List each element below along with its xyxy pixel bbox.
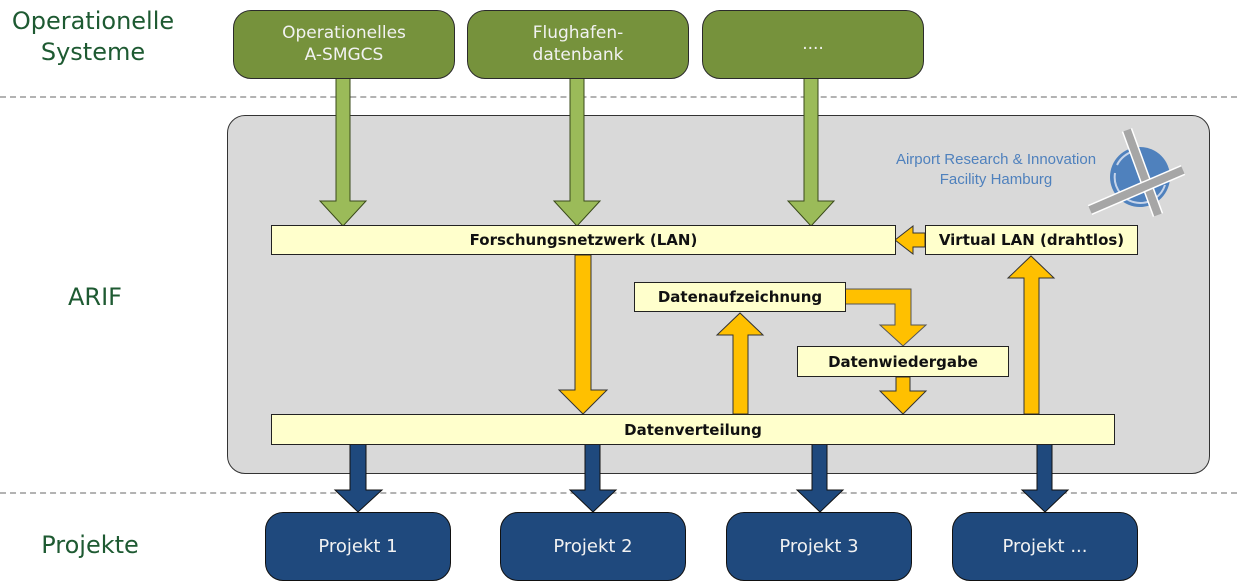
green-arrow-2 xyxy=(552,75,602,227)
virtual-lan-box[interactable]: Virtual LAN (drahtlos) xyxy=(925,225,1138,255)
separator-top xyxy=(0,96,1237,98)
data-distribution-box[interactable]: Datenverteilung xyxy=(271,414,1115,445)
project-label: Projekt 1 xyxy=(318,536,398,557)
blue-arrow-3 xyxy=(795,443,845,513)
green-arrow-3 xyxy=(786,75,836,227)
arif-logo-text: Airport Research & Innovation Facility H… xyxy=(868,150,1124,189)
section-label-operational-line1: Operationelle xyxy=(11,7,175,35)
blue-arrow-4 xyxy=(1020,443,1070,513)
system-more[interactable]: .... xyxy=(702,10,924,79)
green-arrow-1 xyxy=(318,75,368,227)
project-box-3[interactable]: Projekt 3 xyxy=(726,512,912,581)
system-label-line1: Operationelles xyxy=(282,23,406,44)
data-distribution-label: Datenverteilung xyxy=(624,420,762,439)
section-label-operational: Operationelle Systeme xyxy=(0,6,186,68)
system-a-smgcs[interactable]: Operationelles A-SMGCS xyxy=(233,10,455,79)
yellow-arrow-vlan-to-network xyxy=(894,224,926,256)
project-label: Projekt 3 xyxy=(779,536,859,557)
section-label-operational-line2: Systeme xyxy=(40,38,146,67)
system-label-line1: .... xyxy=(802,33,824,54)
system-label-line2: A-SMGCS xyxy=(304,44,384,65)
project-box-2[interactable]: Projekt 2 xyxy=(500,512,686,581)
project-box-more[interactable]: Projekt ... xyxy=(952,512,1138,581)
yellow-arrow-playback-to-distribution xyxy=(878,376,928,415)
virtual-lan-label: Virtual LAN (drahtlos) xyxy=(938,231,1125,249)
separator-bottom xyxy=(0,492,1237,494)
yellow-arrow-recording-to-playback xyxy=(844,288,928,347)
project-label: Projekt 2 xyxy=(553,536,633,557)
section-label-projects: Projekte xyxy=(41,531,139,559)
yellow-arrow-distribution-to-recording xyxy=(715,312,765,415)
data-recording-label: Datenaufzeichnung xyxy=(657,288,823,306)
data-playback-box[interactable]: Datenwiedergabe xyxy=(797,346,1009,377)
research-network-label: Forschungsnetzwerk (LAN) xyxy=(469,231,698,249)
yellow-arrow-distribution-to-vlan xyxy=(1006,255,1056,415)
blue-arrow-1 xyxy=(333,443,384,513)
system-label-line1: Flughafen- xyxy=(532,23,624,44)
runway-globe-icon xyxy=(1087,128,1186,217)
logo-line1: Airport Research & Innovation xyxy=(895,151,1097,168)
blue-arrow-2 xyxy=(568,443,618,513)
project-label: Projekt ... xyxy=(1002,536,1088,557)
yellow-arrow-network-to-distribution xyxy=(557,254,609,415)
data-recording-box[interactable]: Datenaufzeichnung xyxy=(634,282,846,312)
system-airport-database[interactable]: Flughafen- datenbank xyxy=(467,10,689,79)
data-playback-label: Datenwiedergabe xyxy=(828,352,978,371)
system-label-line2: datenbank xyxy=(532,44,624,65)
section-label-arif: ARIF xyxy=(68,283,122,311)
research-network-box[interactable]: Forschungsnetzwerk (LAN) xyxy=(271,225,896,255)
logo-line2: Facility Hamburg xyxy=(939,170,1053,188)
project-box-1[interactable]: Projekt 1 xyxy=(265,512,451,581)
